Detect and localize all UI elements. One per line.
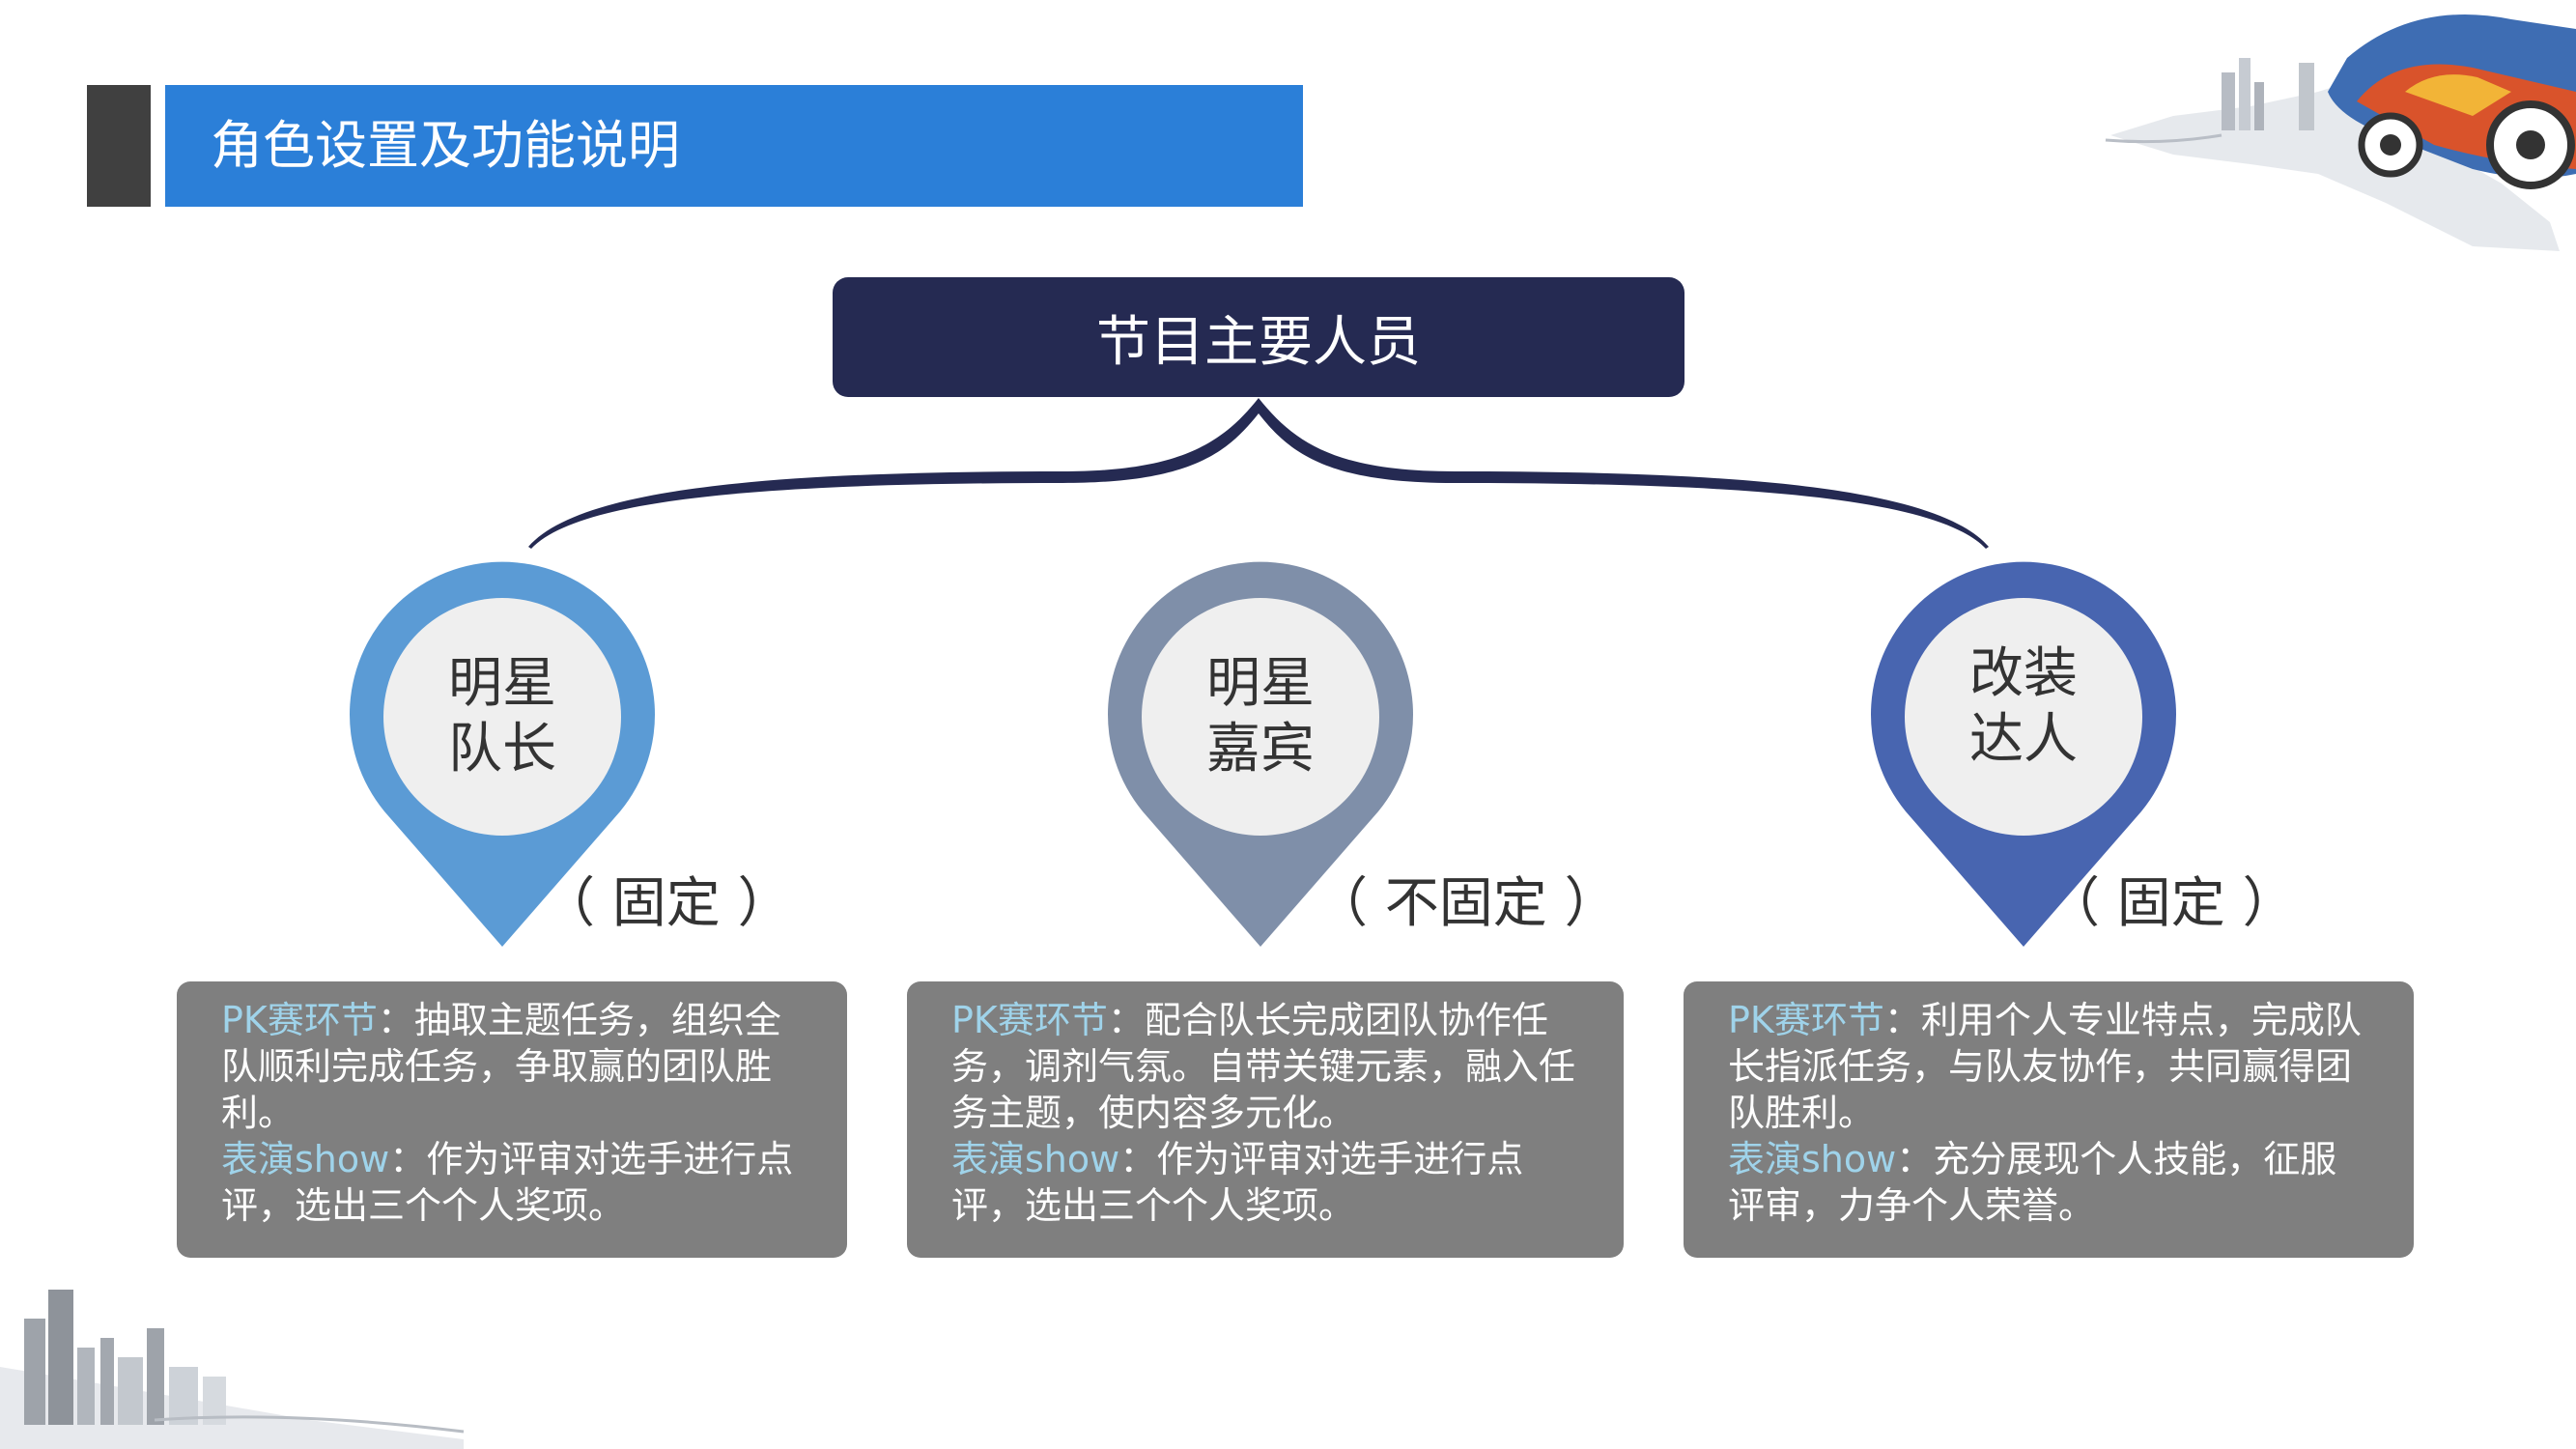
car-illustration bbox=[2105, 14, 2576, 251]
header-bar bbox=[165, 85, 1303, 207]
connector-brace bbox=[528, 398, 1989, 549]
pin-marker-guest bbox=[1108, 561, 1413, 947]
pk-paragraph: PK赛环节：抽取主题任务，组织全队顺利完成任务，争取赢的团队胜利。 bbox=[221, 999, 781, 1134]
role-tag-expert: （ 固定 ） bbox=[2046, 872, 2297, 935]
role-tag-captain: （ 固定 ） bbox=[541, 872, 792, 935]
role-name-expert: 改装 达人 bbox=[1969, 642, 2078, 771]
role-description-guest: PK赛环节：配合队长完成团队协作任务，调剂气氛。自带关键元素，融入任务主题，使内… bbox=[907, 981, 1624, 1258]
pk-paragraph: PK赛环节：利用个人专业特点，完成队长指派任务，与队友协作，共同赢得团队胜利。 bbox=[1728, 999, 2362, 1134]
header-accent-block bbox=[87, 85, 151, 207]
role-tag-guest: （ 不固定 ） bbox=[1314, 872, 1619, 935]
pin-marker-expert bbox=[1871, 561, 2176, 947]
pin-marker-captain bbox=[349, 561, 655, 947]
root-node-label: 节目主要人员 bbox=[1096, 310, 1421, 374]
page-title: 角色设置及功能说明 bbox=[211, 115, 680, 176]
show-paragraph: 表演show：作为评审对选手进行点评，选出三个个人奖项。 bbox=[951, 1138, 1524, 1227]
show-paragraph: 表演show：作为评审对选手进行点评，选出三个个人奖项。 bbox=[221, 1138, 794, 1227]
role-description-expert: PK赛环节：利用个人专业特点，完成队长指派任务，与队友协作，共同赢得团队胜利。 … bbox=[1684, 981, 2414, 1258]
show-paragraph: 表演show：充分展现个人技能，征服评审，力争个人荣誉。 bbox=[1728, 1138, 2337, 1227]
role-name-captain: 明星 队长 bbox=[448, 652, 556, 781]
city-illustration bbox=[0, 1290, 465, 1449]
role-description-captain: PK赛环节：抽取主题任务，组织全队顺利完成任务，争取赢的团队胜利。 表演show… bbox=[177, 981, 847, 1258]
pk-paragraph: PK赛环节：配合队长完成团队协作任务，调剂气氛。自带关键元素，融入任务主题，使内… bbox=[951, 999, 1576, 1134]
role-name-guest: 明星 嘉宾 bbox=[1206, 652, 1315, 781]
root-node: 节目主要人员 bbox=[833, 277, 1684, 397]
